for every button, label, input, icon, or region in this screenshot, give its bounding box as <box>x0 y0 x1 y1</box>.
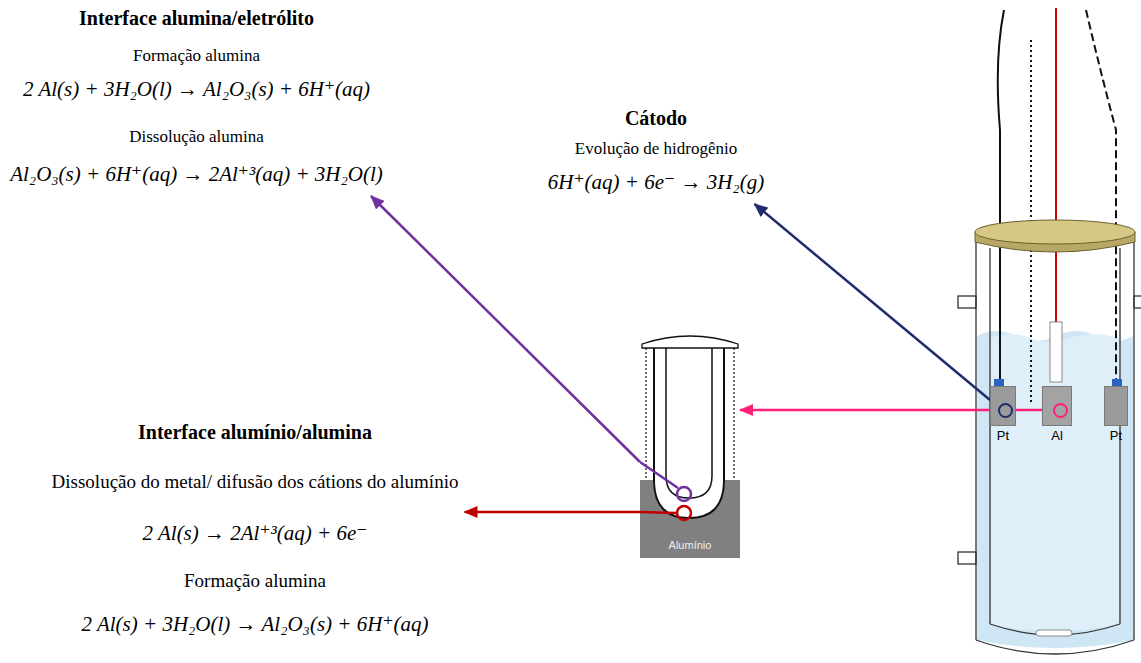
clip <box>994 379 1004 386</box>
arrow-connector <box>371 196 640 462</box>
electrode-label: Pt <box>1110 428 1122 444</box>
electrode-label: Al <box>1051 428 1063 444</box>
step-label: Dissolução alumina <box>129 127 264 147</box>
pore-block: Alumínio <box>640 330 740 558</box>
chemical-equation: 2 Al(s) → 2Al⁺³(aq) + 6e⁻ <box>143 521 368 546</box>
electrode: Al <box>1042 386 1072 426</box>
holder <box>1050 322 1062 382</box>
marker-circle <box>998 403 1013 418</box>
step-label: Dissolução do metal/ difusão dos cátions… <box>52 471 459 494</box>
reaction-group: Interface alumina/eletrólitoFormação alu… <box>4 4 389 196</box>
wire <box>1086 10 1116 384</box>
step-label: Evolução de hidrogênio <box>575 139 737 159</box>
chemical-equation: 6H⁺(aq) + 6e⁻ → 3H₂(g) <box>548 170 764 195</box>
electrode: Pt <box>990 386 1016 426</box>
electrode: Pt <box>1104 386 1128 426</box>
arrow-connector <box>755 204 991 400</box>
chemical-equation: 2 Al(s) + 3H₂O(l) → Al₂O₃(s) + 6H⁺(aq) <box>82 612 429 637</box>
section-heading: Interface alumina/eletrólito <box>79 6 314 30</box>
wire <box>1055 8 1057 330</box>
electrode-label: Pt <box>997 428 1009 444</box>
chemical-equation: 2 Al(s) + 3H₂O(l) → Al₂O₃(s) + 6H⁺(aq) <box>23 77 370 102</box>
step-label: Formação alumina <box>133 46 260 66</box>
chemical-equation: Al₂O₃(s) + 6H⁺(aq) → 2Al⁺³(aq) + 3H₂O(l) <box>10 162 383 187</box>
material-label: Alumínio <box>669 539 712 552</box>
stir-bar <box>1036 630 1072 636</box>
marker-circle <box>1053 403 1068 418</box>
arrow-connector <box>465 511 641 514</box>
reaction-group: CátodoEvolução de hidrogênio 6H⁺(aq) + 6e… <box>542 100 771 204</box>
pore-drawing <box>640 330 740 558</box>
wire <box>998 10 1004 384</box>
section-heading: Interface alumínio/alumina <box>138 420 372 444</box>
cap-top <box>975 220 1135 244</box>
beaker <box>958 240 1141 654</box>
clip <box>1112 379 1122 386</box>
step-label: Formação alumina <box>184 570 326 593</box>
reaction-group: Interface alumínio/aluminaDissolução do … <box>46 414 465 646</box>
section-heading: Cátodo <box>625 106 687 130</box>
